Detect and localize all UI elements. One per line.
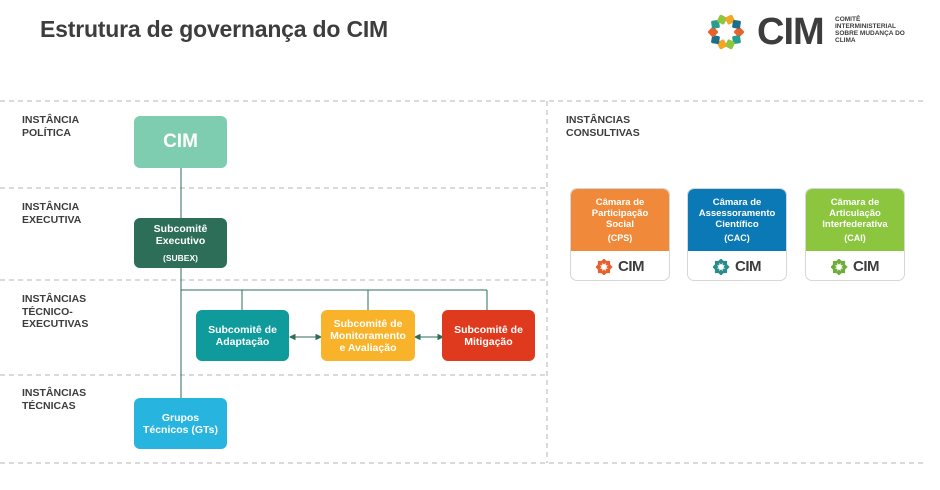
chamber-cac-header: Câmara de Assessoramento Científico (CAC… [688, 189, 786, 251]
chamber-cps-footer: CIM [571, 251, 669, 280]
chamber-cai-header: Câmara de Articulação Interfederativa (C… [806, 189, 904, 251]
mini-gear-icon [713, 258, 730, 275]
logo-subtitle: COMITÊ INTERMINISTERIAL SOBRE MUDANÇA DO… [835, 16, 905, 44]
chamber-cai-cim: CIM [853, 258, 880, 275]
chamber-cps-header: Câmara de Participação Social (CPS) [571, 189, 669, 251]
node-adaptacao: Subcomitê de Adaptação [196, 310, 289, 361]
chamber-cps-sub: (CPS) [607, 232, 633, 243]
node-subex-label: Subcomitê Executivo [153, 222, 208, 247]
chamber-cai-footer: CIM [806, 251, 904, 280]
node-gts: Grupos Técnicos (GTs) [134, 398, 227, 449]
node-monitoramento: Subcomitê de Monitoramento e Avaliação [321, 310, 415, 361]
chamber-cac: Câmara de Assessoramento Científico (CAC… [687, 188, 787, 281]
level-label-tecnico-executivas: INSTÂNCIAS TÉCNICO- EXECUTIVAS [22, 293, 89, 330]
page-title: Estrutura de governança do CIM [40, 16, 389, 42]
chamber-cac-footer: CIM [688, 251, 786, 280]
mini-gear-icon [831, 258, 848, 275]
mini-gear-icon [596, 258, 613, 275]
chamber-cai: Câmara de Articulação Interfederativa (C… [805, 188, 905, 281]
chamber-cai-label: Câmara de Articulação Interfederativa [822, 196, 888, 230]
level-label-executiva: INSTÂNCIA EXECUTIVA [22, 201, 82, 226]
level-label-politica: INSTÂNCIA POLÍTICA [22, 114, 80, 139]
node-subex: Subcomitê Executivo (SUBEX) [134, 218, 227, 268]
level-label-tecnicas: INSTÂNCIAS TÉCNICAS [22, 387, 87, 412]
chamber-cps-cim: CIM [618, 258, 645, 275]
node-mitigacao: Subcomitê de Mitigação [442, 310, 535, 361]
chamber-cac-label: Câmara de Assessoramento Científico [698, 196, 776, 230]
cim-logo-icon [707, 14, 745, 50]
node-gts-label: Grupos Técnicos (GTs) [142, 411, 219, 436]
node-subex-sub: (SUBEX) [163, 252, 198, 263]
chamber-cac-cim: CIM [735, 258, 762, 275]
node-adaptacao-label: Subcomitê de Adaptação [208, 323, 277, 348]
node-mitigacao-label: Subcomitê de Mitigação [454, 323, 523, 348]
chamber-cac-sub: (CAC) [724, 232, 750, 243]
logo-name: CIM [757, 11, 825, 53]
node-monitoramento-label: Subcomitê de Monitoramento e Avaliação [330, 317, 406, 354]
node-cim-label: CIM [163, 131, 198, 152]
chamber-cps: Câmara de Participação Social (CPS) CIM [570, 188, 670, 281]
level-label-consultivas: INSTÂNCIAS CONSULTIVAS [566, 114, 640, 139]
node-cim: CIM [134, 116, 227, 168]
chamber-cai-sub: (CAI) [844, 232, 866, 243]
chamber-cps-label: Câmara de Participação Social [591, 196, 649, 230]
